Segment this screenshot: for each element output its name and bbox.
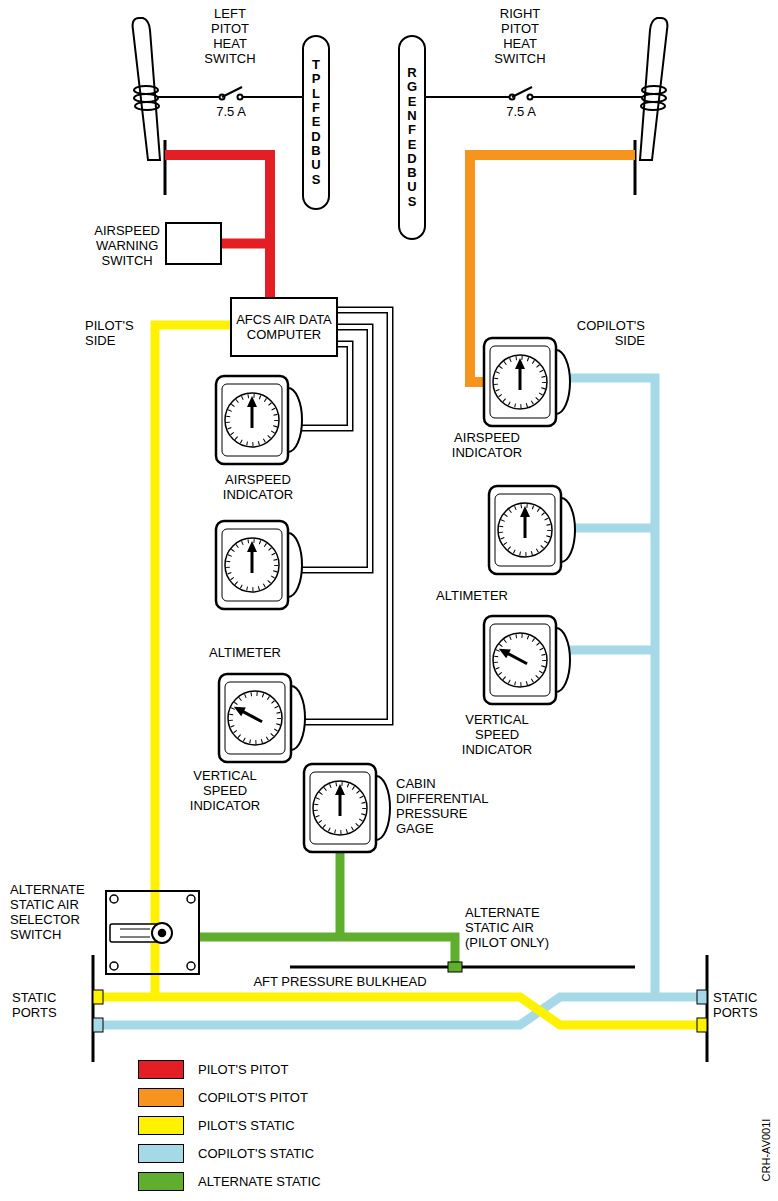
legend-text: ALTERNATE STATIC: [198, 1174, 321, 1189]
copilot-altimeter: [489, 486, 575, 574]
callout-label: VERTICAL SPEED INDICATOR: [190, 768, 260, 813]
legend-text: PILOT'S PITOT: [198, 1062, 288, 1077]
alternate-static-line: [198, 852, 455, 963]
node-text: TPL FED BUS: [310, 58, 323, 187]
callout-label: COPILOT'S SIDE: [577, 318, 645, 348]
pilot-vertical-speed-indicator: [219, 674, 305, 762]
drawing-number: CRH-AV001I: [759, 1119, 774, 1182]
callout-label: AIRSPEED INDICATOR: [223, 472, 293, 502]
pitot-connector: [222, 244, 270, 298]
legend-text: PILOT'S STATIC: [198, 1118, 295, 1133]
callout-label: CABIN DIFFERENTIAL PRESSURE GAGE: [396, 776, 488, 836]
node-text: R GEN FED BUS: [406, 66, 419, 209]
copilot-static-line: [98, 378, 700, 1025]
callout-label: STATIC PORTS: [713, 990, 758, 1020]
callout-label: LEFT PITOT HEAT SWITCH: [204, 6, 255, 66]
part-label: ALTERNATE STATIC AIR SELECTOR SWITCH: [10, 882, 100, 942]
static-ports: [93, 955, 707, 1062]
power-bus: TPL FED BUS: [302, 35, 330, 210]
left-pitot-tube: [133, 18, 165, 195]
callout-label: ALTERNATE STATIC AIR (PILOT ONLY): [465, 905, 561, 950]
legend-swatch: [138, 1172, 184, 1191]
copilot-airspeed-indicator: [484, 338, 570, 426]
legend-text: COPILOT'S STATIC: [198, 1146, 314, 1161]
right-pitot-tube: [635, 18, 667, 195]
legend-swatch: [138, 1116, 184, 1135]
legend-swatch: [138, 1144, 184, 1163]
callout-label: PILOT'S SIDE: [85, 318, 134, 348]
cabin-differential-pressure-gage: [304, 764, 390, 852]
alternate-static-fitting: [448, 962, 462, 972]
callout-label: RIGHT PITOT HEAT SWITCH: [494, 6, 545, 66]
legend-text: COPILOT'S PITOT: [198, 1090, 308, 1105]
copilot-vertical-speed-indicator: [484, 616, 570, 704]
callout-label: VERTICAL SPEED INDICATOR: [462, 712, 532, 757]
selector-switch-plate: ALTERNATE STATIC AIR SELECTOR SWITCH: [105, 890, 200, 975]
warning-switch-box: AIRSPEED WARNING SWITCH: [165, 222, 222, 265]
callout-label: ALTIMETER: [209, 645, 281, 660]
callout-label: 7.5 A: [216, 104, 246, 119]
pilot-airspeed-indicator: [216, 376, 302, 464]
pilot-static-line: [98, 325, 700, 1025]
callout-label: ALTIMETER: [436, 588, 508, 603]
node-text: AFCS AIR DATA COMPUTER: [232, 312, 336, 342]
callout-label: STATIC PORTS: [12, 990, 57, 1020]
air-data-computer: AFCS AIR DATA COMPUTER: [230, 297, 338, 357]
pilot-altimeter: [216, 521, 302, 609]
air-data-lines: [295, 310, 390, 722]
callout-label: 7.5 A: [506, 104, 536, 119]
part-label: AIRSPEED WARNING SWITCH: [94, 223, 160, 268]
callout-label: AIRSPEED INDICATOR: [452, 430, 522, 460]
legend-swatch: [138, 1088, 184, 1107]
callout-label: AFT PRESSURE BULKHEAD: [253, 974, 426, 989]
legend-swatch: [138, 1060, 184, 1079]
power-bus: R GEN FED BUS: [398, 35, 426, 240]
